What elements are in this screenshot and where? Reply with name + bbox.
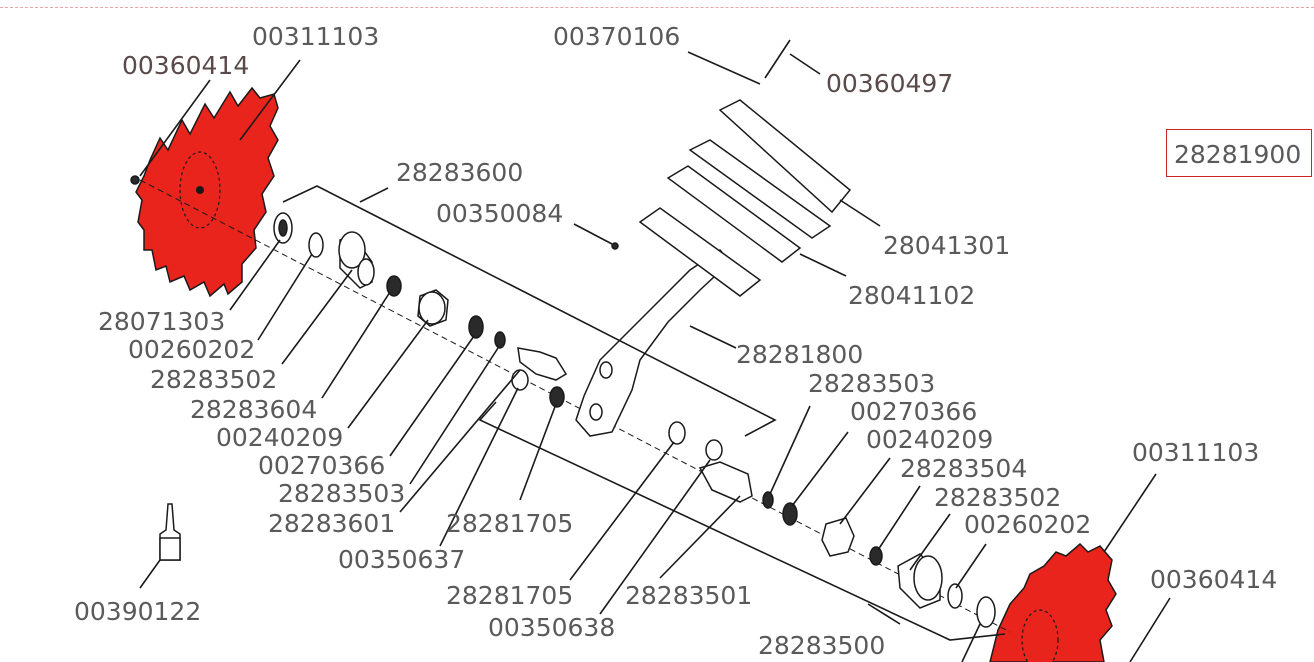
seal-28071303-right bbox=[976, 596, 996, 628]
label-28041301: 28041301 bbox=[883, 231, 1010, 260]
assembly-number-frame bbox=[1166, 129, 1312, 177]
label-00350637: 00350637 bbox=[338, 545, 465, 574]
label-28283502-right: 28283502 bbox=[934, 483, 1061, 512]
label-28281705-a: 28281705 bbox=[446, 509, 573, 538]
label-28041102: 28041102 bbox=[848, 281, 975, 310]
washer-28283503-left bbox=[494, 331, 506, 349]
label-00390122: 00390122 bbox=[74, 597, 201, 626]
disc-blade-right bbox=[989, 542, 1117, 662]
label-00350084: 00350084 bbox=[436, 199, 563, 228]
bearing-00240209-right bbox=[821, 517, 855, 557]
arm-bracket-28281800 bbox=[575, 99, 852, 437]
label-28283503-left: 28283503 bbox=[278, 479, 405, 508]
bolt-00360497 bbox=[764, 39, 791, 79]
cap-28281705-left bbox=[549, 386, 565, 408]
disc-blade-left bbox=[135, 86, 279, 298]
label-28283504: 28283504 bbox=[900, 454, 1027, 483]
label-00360414-bottom: 00360414 bbox=[1150, 565, 1277, 594]
bolt-00360414-left bbox=[130, 175, 140, 185]
label-00360497: 00360497 bbox=[826, 69, 953, 98]
label-28283600: 28283600 bbox=[396, 158, 523, 187]
label-00350638: 00350638 bbox=[488, 613, 615, 642]
label-00311103-bottom: 00311103 bbox=[1132, 438, 1259, 467]
label-28281705-b: 28281705 bbox=[446, 581, 573, 610]
label-00360414-top: 00360414 bbox=[122, 51, 249, 80]
label-00260202-left: 00260202 bbox=[128, 335, 255, 364]
ring-00260202-right bbox=[947, 583, 963, 609]
top-dashed-divider bbox=[0, 7, 1314, 8]
stub-axle-28283501 bbox=[698, 461, 753, 503]
subassembly-bracket-28283500 bbox=[478, 401, 1006, 641]
nut-00350638 bbox=[705, 439, 723, 461]
seal-00270366-right bbox=[782, 502, 798, 526]
label-28283503-right: 28283503 bbox=[808, 369, 935, 398]
label-28283501: 28283501 bbox=[625, 581, 752, 610]
seal-00270366-left bbox=[468, 315, 484, 339]
grease-tube-00390122 bbox=[159, 503, 181, 561]
label-28283601: 28283601 bbox=[268, 509, 395, 538]
cap-28281705-right bbox=[668, 421, 686, 445]
nut-28283604 bbox=[386, 275, 402, 297]
bolt-00350084 bbox=[611, 242, 619, 250]
nut-28283504 bbox=[869, 546, 883, 566]
label-28283604: 28283604 bbox=[190, 395, 317, 424]
label-00270366-right: 00270366 bbox=[850, 397, 977, 426]
label-28283502-left: 28283502 bbox=[150, 365, 277, 394]
label-00311103-top: 00311103 bbox=[252, 22, 379, 51]
label-00240209-right: 00240209 bbox=[866, 425, 993, 454]
label-28283500: 28283500 bbox=[758, 631, 885, 660]
nut-00350637 bbox=[511, 369, 529, 391]
label-28071303: 28071303 bbox=[98, 307, 225, 336]
subassembly-bracket-28283600 bbox=[282, 185, 777, 437]
ring-00260202-left bbox=[308, 232, 324, 258]
label-00270366-left: 00270366 bbox=[258, 451, 385, 480]
label-28281800: 28281800 bbox=[736, 340, 863, 369]
label-00260202-right: 00260202 bbox=[964, 510, 1091, 539]
label-00370106: 00370106 bbox=[553, 22, 680, 51]
assembly-number: 28281900 bbox=[1174, 140, 1302, 169]
label-00240209-left: 00240209 bbox=[216, 423, 343, 452]
stub-axle-28283601 bbox=[517, 347, 568, 381]
washer-28283503-right bbox=[762, 491, 774, 509]
